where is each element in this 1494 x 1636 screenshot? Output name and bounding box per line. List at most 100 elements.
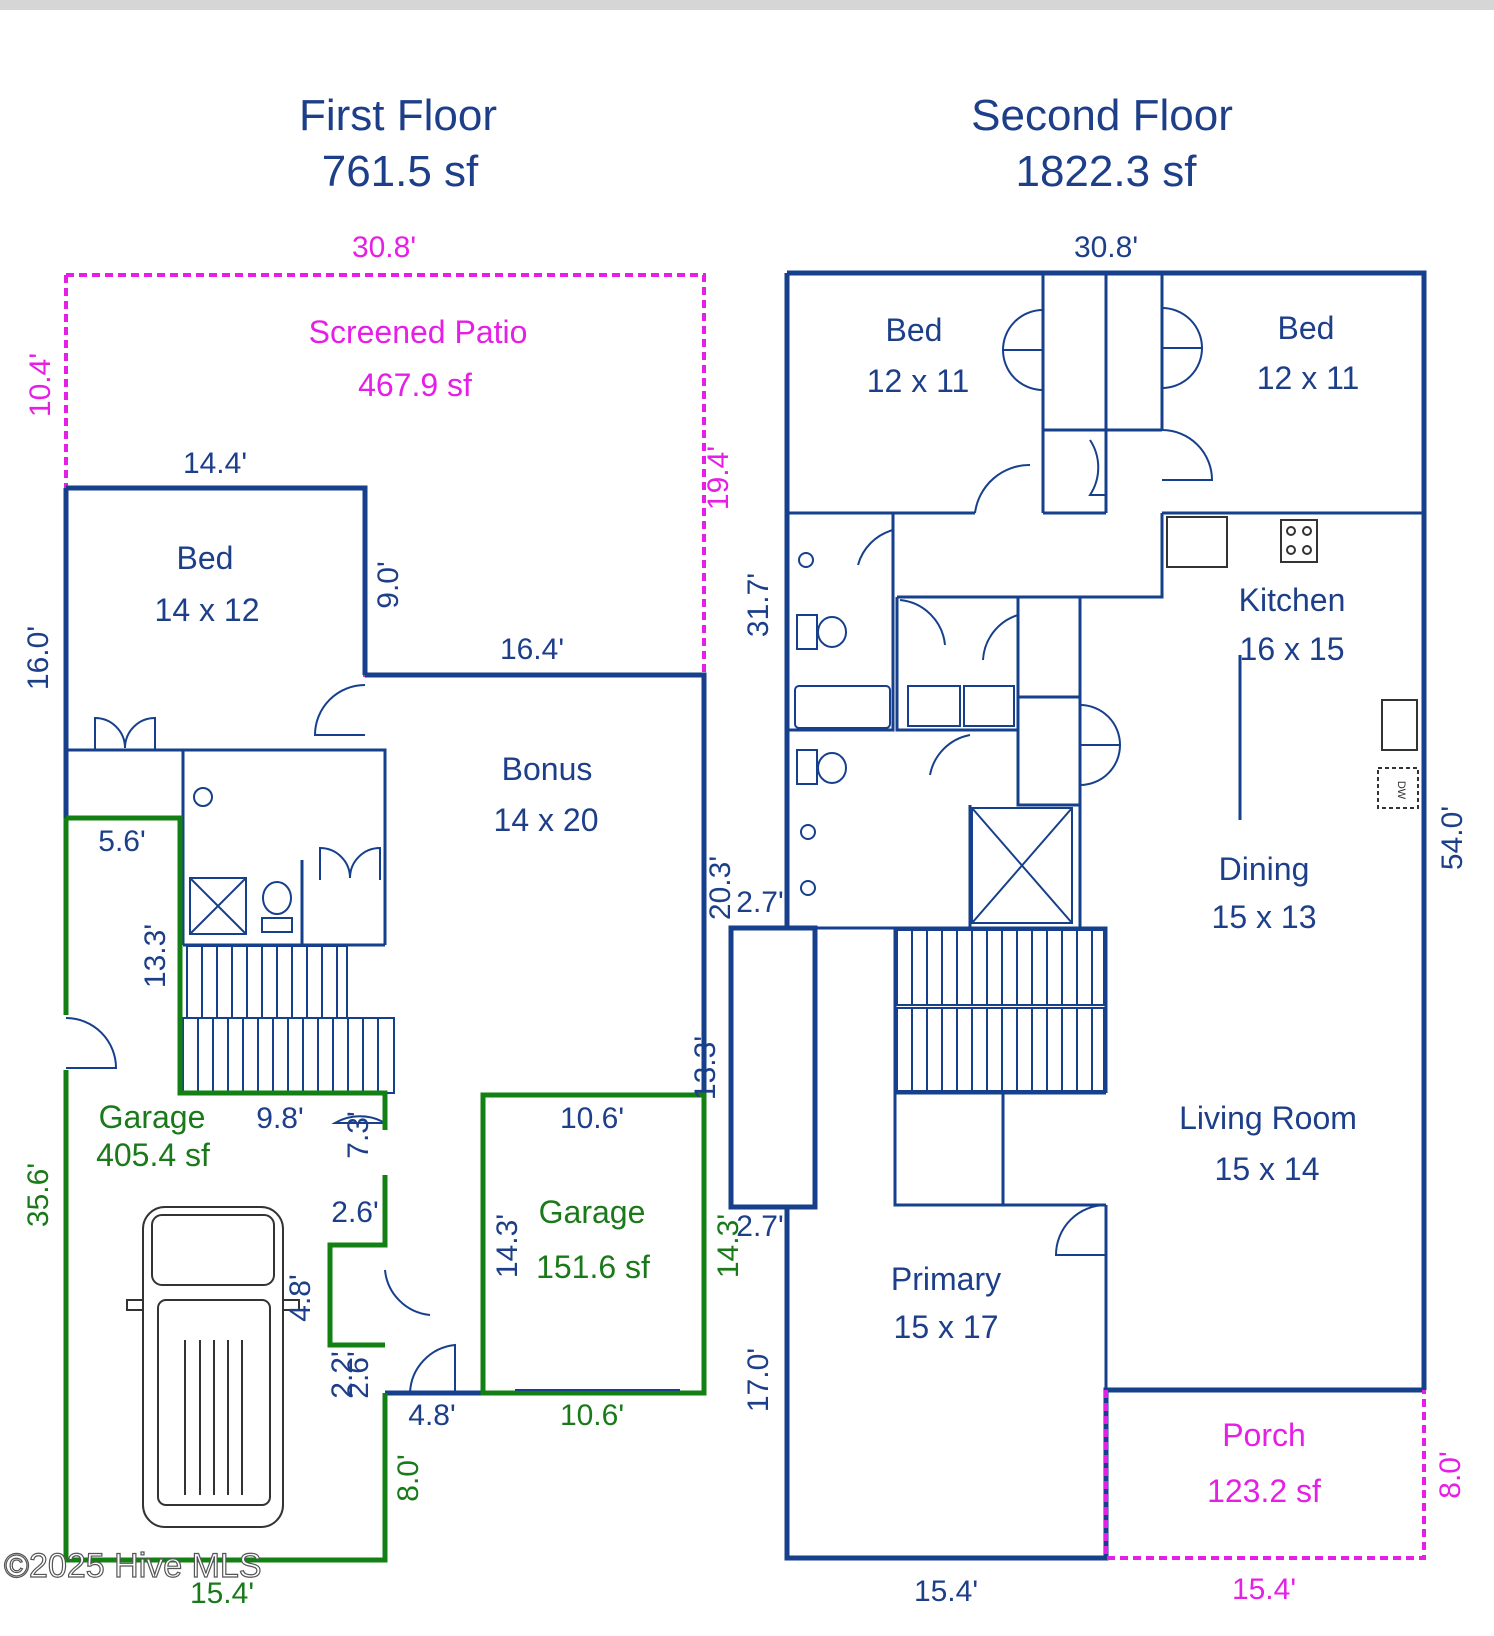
bump-dim-b: 2.7' — [736, 1210, 783, 1243]
small-garage-right-dim: 14.3' — [712, 1214, 745, 1278]
porch-area: 123.2 sf — [1207, 1473, 1321, 1509]
patio-outline — [66, 273, 706, 675]
stair-width-dim: 9.8' — [256, 1102, 303, 1135]
patio-area: 467.9 sf — [358, 367, 472, 403]
dining-name: Dining — [1219, 851, 1310, 887]
garage-main-area: 405.4 sf — [96, 1137, 210, 1173]
hall-closet-door-icon — [1088, 439, 1106, 496]
pantry-door-icon — [1079, 704, 1122, 786]
kitchen-name: Kitchen — [1239, 582, 1346, 618]
closet-small-door-icon — [982, 614, 1019, 661]
porch-outline — [1104, 1390, 1426, 1560]
car-icon — [126, 1206, 300, 1528]
garage-bump-wall — [327, 1175, 388, 1348]
sf-stair-treads — [911, 930, 1093, 1091]
sf-toilet-tank — [796, 614, 818, 650]
primary-closet-walls — [893, 1093, 1108, 1390]
small-garage-name: Garage — [539, 1194, 646, 1230]
sink-icon — [193, 787, 213, 807]
dim-4-8-a: 4.8' — [284, 1274, 317, 1321]
first-floor-plan: 30.8' Screened Patio 467.9 sf 10.4' 19.4… — [22, 231, 745, 1610]
living-name: Living Room — [1179, 1100, 1357, 1136]
hall-door-icon — [331, 1115, 386, 1124]
bath1-door-icon — [857, 529, 894, 566]
garage-outer-wall — [63, 818, 388, 1563]
bonus-size: 14 x 20 — [494, 802, 599, 838]
primary-name: Primary — [891, 1261, 1001, 1297]
dim-7-3: 7.3' — [342, 1111, 375, 1158]
dim-8-0: 8.0' — [392, 1454, 425, 1501]
patio-right-dim: 19.4' — [702, 446, 735, 510]
shower-icon — [189, 877, 247, 935]
sf-top-dim: 30.8' — [1074, 231, 1138, 264]
bonus-top-dim: 16.4' — [500, 633, 564, 666]
laundry-wall — [895, 597, 1020, 732]
sf-bump — [728, 925, 818, 1210]
living-size: 15 x 14 — [1215, 1151, 1320, 1187]
bed-right-closet-door-icon — [1161, 307, 1204, 389]
dim-4-8-b: 4.8' — [408, 1399, 455, 1432]
washer-icon — [907, 685, 961, 727]
sf-shower-icon — [971, 807, 1073, 924]
primary-door-icon — [1054, 1204, 1107, 1256]
small-garage-left-dim: 14.3' — [491, 1214, 524, 1278]
patio-width-dim: 30.8' — [352, 231, 416, 264]
porch-depth-dim: 8.0' — [1434, 1451, 1467, 1498]
sf-sink3-icon — [800, 880, 816, 896]
bonus-right-dim: 20.3' — [704, 856, 737, 920]
closet-door-icon — [94, 716, 156, 750]
garage-inner-dim: 13.3' — [139, 924, 172, 988]
bed-bottom-wall — [66, 748, 387, 945]
sf-stair-lower — [896, 1007, 1105, 1092]
dryer-icon — [963, 685, 1015, 727]
first-floor-area: 761.5 sf — [322, 147, 479, 196]
bump-dim-a: 2.7' — [736, 886, 783, 919]
bathtub-icon — [794, 685, 891, 729]
entry-door-icon — [384, 1269, 431, 1316]
patio-name: Screened Patio — [309, 314, 528, 350]
porch-width-dim: 15.4' — [1232, 1573, 1296, 1606]
patio-left-dim: 10.4' — [24, 353, 57, 417]
garage-bottom-dim: 15.4' — [190, 1577, 254, 1610]
dim-2-6-b: 2.6' — [342, 1351, 375, 1398]
bed-top-wall — [66, 485, 368, 675]
primary-bottom-dim: 15.4' — [914, 1575, 978, 1608]
dining-size: 15 x 13 — [1212, 899, 1317, 935]
garage-left-dim: 35.6' — [22, 1163, 55, 1227]
garage-top-dim: 5.6' — [98, 825, 145, 858]
stove-icon — [1280, 519, 1318, 563]
laundry-door-icon — [899, 599, 946, 646]
hall-right-wall — [897, 595, 1082, 928]
bed-left-door-icon — [974, 463, 1031, 514]
dim-2-2: 2.2' — [326, 1351, 359, 1398]
kitchen-left-wall — [1080, 513, 1164, 599]
small-garage-wall — [480, 1092, 707, 1396]
bed-left-dim: 16.0' — [22, 626, 55, 690]
second-floor-title: Second Floor — [971, 91, 1233, 140]
closet-small-walls — [1016, 695, 1080, 807]
dishwasher-icon — [1377, 767, 1419, 809]
stair-enclosure — [893, 928, 1106, 1095]
stair-treads — [197, 946, 379, 1093]
small-garage-area: 151.6 sf — [536, 1249, 650, 1285]
dim-2-6-a: 2.6' — [331, 1196, 378, 1229]
bath2-door-icon — [929, 734, 971, 776]
small-garage-top-dim: 10.6' — [560, 1102, 624, 1135]
bed-left-size: 12 x 11 — [867, 363, 970, 399]
small-garage-bottom-dim: 10.6' — [560, 1399, 624, 1432]
sf-sink2-icon — [800, 824, 816, 840]
toilet-icon — [262, 881, 292, 915]
bed-size: 14 x 12 — [155, 592, 260, 628]
porch-name: Porch — [1222, 1417, 1306, 1453]
sf-stair-upper — [896, 929, 1105, 1006]
dishwasher-label: DW — [1395, 781, 1407, 800]
sf-toilet2-tank — [796, 749, 818, 785]
sf-outer-top-right — [787, 270, 1427, 1390]
bed-left-closet-door-icon — [1001, 309, 1044, 391]
sf-left-lower-dim: 17.0' — [742, 1348, 775, 1412]
front-door-icon — [408, 1343, 456, 1394]
garage-door-icon — [65, 1017, 118, 1069]
bed-right-name: Bed — [1278, 310, 1335, 346]
bonus-door-icon — [313, 684, 366, 736]
